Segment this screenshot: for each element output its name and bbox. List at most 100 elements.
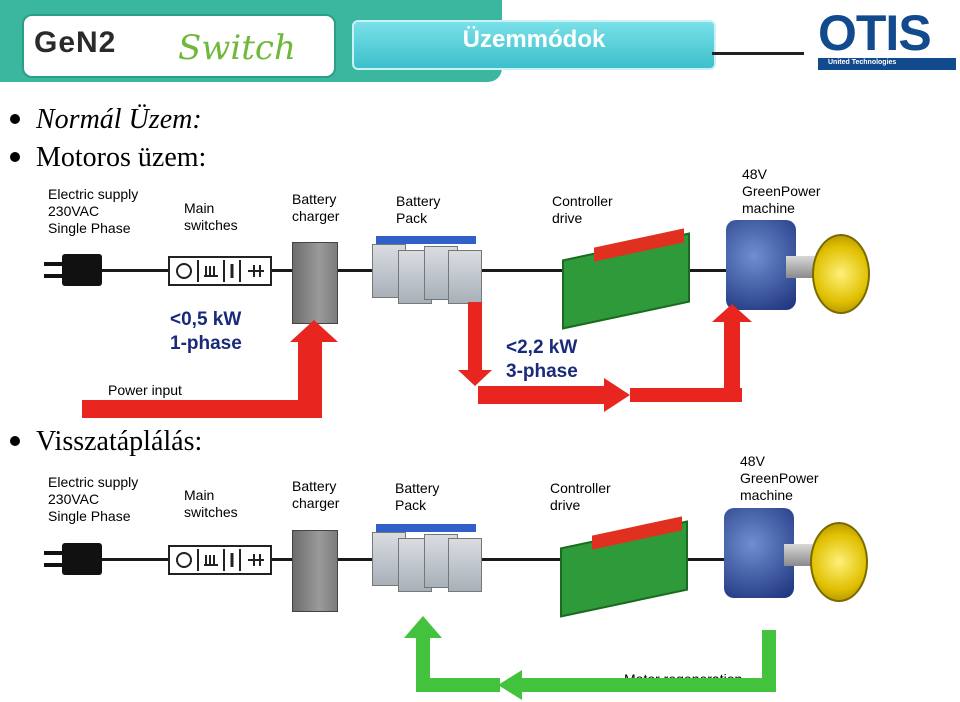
switch-symbols bbox=[176, 549, 264, 571]
arrow-bottom-bus bbox=[604, 678, 776, 692]
label-battery-pack: Battery Pack bbox=[396, 193, 440, 227]
label-line: Battery bbox=[395, 480, 440, 496]
arrow-battery-down-head bbox=[458, 370, 492, 386]
bullet-normal: Normál Üzem: bbox=[36, 104, 202, 135]
page-title: Üzemmódok bbox=[462, 26, 606, 53]
header-divider bbox=[712, 52, 804, 55]
bullet-dot bbox=[10, 436, 20, 446]
plug-pin-icon bbox=[44, 563, 64, 567]
power-input-label: Power input bbox=[108, 382, 182, 398]
label-line: 48V bbox=[742, 166, 767, 182]
label-line: Controller bbox=[552, 193, 613, 209]
label-line: 48V bbox=[740, 453, 765, 469]
arrow-bus-left bbox=[416, 678, 500, 692]
power-high-value: <2,2 kW bbox=[506, 337, 578, 358]
battery-terminals bbox=[376, 236, 476, 244]
power-flow-arrows bbox=[82, 302, 752, 418]
switch-panel-icon bbox=[168, 256, 272, 286]
otis-logo: OTIS bbox=[818, 5, 932, 61]
battery-icon bbox=[372, 236, 482, 306]
regeneration-flow-arrows bbox=[404, 616, 776, 700]
label-line: drive bbox=[552, 210, 583, 226]
label-line: charger bbox=[292, 208, 340, 224]
battery-terminals bbox=[376, 524, 476, 532]
motor-icon bbox=[724, 508, 868, 628]
battery-icon bbox=[372, 524, 482, 594]
label-line: switches bbox=[184, 504, 238, 520]
label-line: machine bbox=[742, 200, 795, 216]
motor-disk bbox=[810, 522, 868, 602]
motor-disk bbox=[812, 234, 870, 314]
label-main-switches: Main switches bbox=[184, 200, 238, 234]
plug-pin-icon bbox=[44, 551, 64, 555]
arrow-power-input bbox=[82, 320, 338, 418]
title-bar bbox=[352, 20, 716, 70]
label-line: Pack bbox=[395, 497, 427, 513]
bullet-regeneration: Visszatáplálás: bbox=[36, 426, 203, 457]
power-high-phase: 3-phase bbox=[506, 361, 578, 382]
label-battery-charger: Battery charger bbox=[292, 478, 339, 512]
pcb-icon bbox=[554, 516, 694, 618]
battery-cell bbox=[448, 250, 482, 304]
arrow-motor-down bbox=[762, 630, 776, 692]
label-line: Main bbox=[184, 200, 215, 216]
logo-gen2-text: GeN2 bbox=[34, 26, 117, 59]
gen2-switch-logo bbox=[22, 14, 336, 78]
bullet-motoring: Motoros üzem: bbox=[36, 142, 207, 173]
label-line: GreenPower bbox=[742, 183, 821, 199]
label-machine: 48V GreenPower machine bbox=[742, 166, 821, 217]
arrow-battery-up bbox=[416, 636, 430, 692]
plug-icon bbox=[62, 254, 102, 286]
label-battery-pack: Battery Pack bbox=[395, 480, 439, 514]
battery-cell bbox=[448, 538, 482, 592]
logo-switch-text: Switch bbox=[178, 28, 296, 68]
arrow-to-battery bbox=[498, 670, 604, 700]
bullet-dot bbox=[10, 114, 20, 124]
charger-box-icon bbox=[292, 530, 338, 612]
arrow-motor-up-head bbox=[712, 304, 752, 322]
arrow-motor-up bbox=[724, 320, 740, 402]
label-line: Single Phase bbox=[48, 220, 131, 236]
label-line: Controller bbox=[550, 480, 611, 496]
power-low-phase: 1-phase bbox=[170, 333, 242, 354]
label-line: Electric supply bbox=[48, 474, 139, 490]
arrow-to-motor bbox=[478, 378, 630, 412]
switch-symbols bbox=[176, 260, 264, 282]
arrow-bus-right bbox=[630, 388, 742, 402]
label-line: Battery bbox=[396, 193, 441, 209]
label-line: switches bbox=[184, 217, 238, 233]
label-line: 230VAC bbox=[48, 491, 100, 507]
label-controller-drive: Controller drive bbox=[550, 480, 611, 514]
label-main-switches: Main switches bbox=[184, 487, 238, 521]
label-electric-supply: Electric supply 230VAC Single Phase bbox=[48, 186, 138, 237]
label-controller-drive: Controller drive bbox=[552, 193, 613, 227]
power-low: <0,5 kW 1-phase bbox=[170, 308, 242, 356]
arrow-battery-down bbox=[468, 302, 482, 372]
label-line: 230VAC bbox=[48, 203, 100, 219]
label-line: Battery bbox=[292, 191, 337, 207]
plug-icon bbox=[62, 543, 102, 575]
plug-pin-icon bbox=[44, 274, 64, 278]
label-line: Single Phase bbox=[48, 508, 131, 524]
power-high: <2,2 kW 3-phase bbox=[506, 336, 578, 384]
power-low-value: <0,5 kW bbox=[170, 309, 242, 330]
label-line: Main bbox=[184, 487, 215, 503]
motor-body bbox=[724, 508, 794, 598]
bullet-dot bbox=[10, 152, 20, 162]
label-line: GreenPower bbox=[740, 470, 819, 486]
motor-icon bbox=[726, 220, 870, 340]
label-line: Battery bbox=[292, 478, 337, 494]
label-line: Pack bbox=[396, 210, 428, 226]
label-machine: 48V GreenPower machine bbox=[740, 453, 819, 504]
motor-body bbox=[726, 220, 796, 310]
arrow-battery-up-head bbox=[404, 616, 442, 638]
charger-box-icon bbox=[292, 242, 338, 324]
label-line: charger bbox=[292, 495, 340, 511]
otis-logo-band bbox=[818, 58, 956, 70]
plug-pin-icon bbox=[44, 262, 64, 266]
label-battery-charger: Battery charger bbox=[292, 191, 339, 225]
otis-logo-sub: United Technologies bbox=[828, 59, 897, 66]
label-line: machine bbox=[740, 487, 793, 503]
label-line: Electric supply bbox=[48, 186, 139, 202]
switch-panel-icon bbox=[168, 545, 272, 575]
